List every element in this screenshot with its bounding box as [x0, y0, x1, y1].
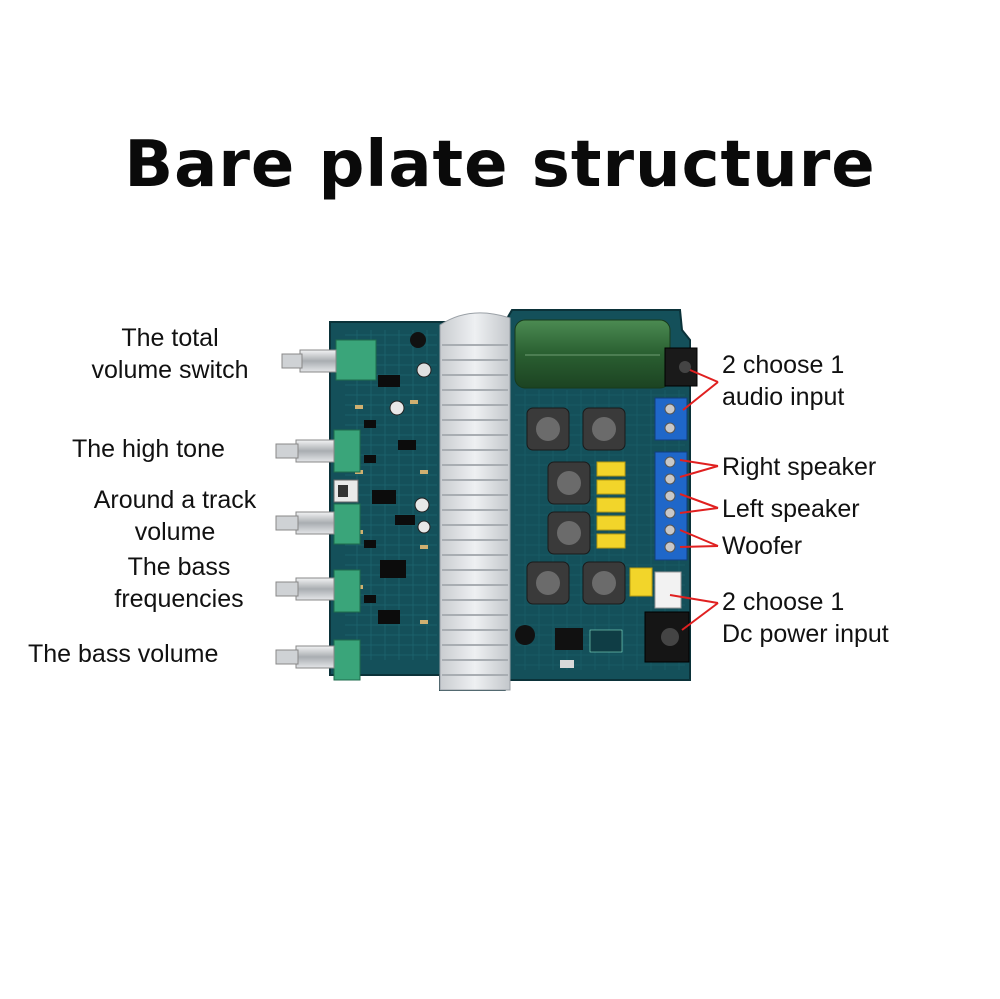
- label-high-tone: The high tone: [72, 433, 225, 465]
- label-line: Right speaker: [722, 453, 877, 481]
- pot-track-volume: [275, 503, 361, 545]
- label-line: 2 choose 1: [722, 351, 845, 379]
- film-capacitors: [596, 461, 653, 597]
- bluetooth-module: [515, 625, 623, 668]
- inductor-cores: [536, 417, 616, 595]
- heatsink: [439, 312, 511, 691]
- main-capacitor: [514, 319, 671, 389]
- audio-jack: [664, 347, 698, 387]
- label-woofer: Woofer: [722, 530, 802, 562]
- label-line: The bass volume: [28, 640, 219, 668]
- callout-lines: [669, 369, 719, 631]
- pot-high-tone: [275, 429, 361, 473]
- label-line: The high tone: [72, 435, 225, 463]
- label-line: volume switch: [91, 356, 249, 384]
- label-line: volume: [134, 518, 216, 546]
- label-line: Around a track: [93, 486, 257, 514]
- small-capacitors: [389, 332, 432, 534]
- smd-components: [364, 375, 416, 624]
- label-audio-input: 2 choose 1 audio input: [722, 349, 844, 413]
- label-line: frequencies: [114, 585, 244, 613]
- label-left-speaker: Left speaker: [722, 493, 860, 525]
- dc-power-jack: [644, 571, 690, 663]
- pot-total-volume: [281, 339, 377, 381]
- label-total-volume-switch: The total volume switch: [70, 322, 270, 386]
- label-dc-power-input: 2 choose 1 Dc power input: [722, 586, 889, 650]
- label-bass-frequencies: The bass frequencies: [90, 551, 268, 615]
- pot-bass-volume: [275, 639, 361, 681]
- label-bass-volume: The bass volume: [28, 638, 218, 670]
- label-line: audio input: [722, 383, 845, 411]
- label-line: 2 choose 1: [722, 588, 845, 616]
- terminal-audio-input: [654, 397, 688, 441]
- label-line: Woofer: [722, 532, 803, 560]
- label-line: Dc power input: [722, 620, 889, 648]
- label-line: The bass: [127, 553, 231, 581]
- switch-mode: [333, 479, 359, 503]
- label-right-speaker: Right speaker: [722, 451, 876, 483]
- page-title: Bare plate structure: [124, 128, 876, 202]
- pot-bass-frequencies: [275, 569, 361, 613]
- terminal-speakers: [654, 451, 688, 561]
- label-line: Left speaker: [722, 495, 860, 523]
- label-around-track-volume: Around a track volume: [66, 484, 284, 548]
- label-line: The total: [121, 324, 219, 352]
